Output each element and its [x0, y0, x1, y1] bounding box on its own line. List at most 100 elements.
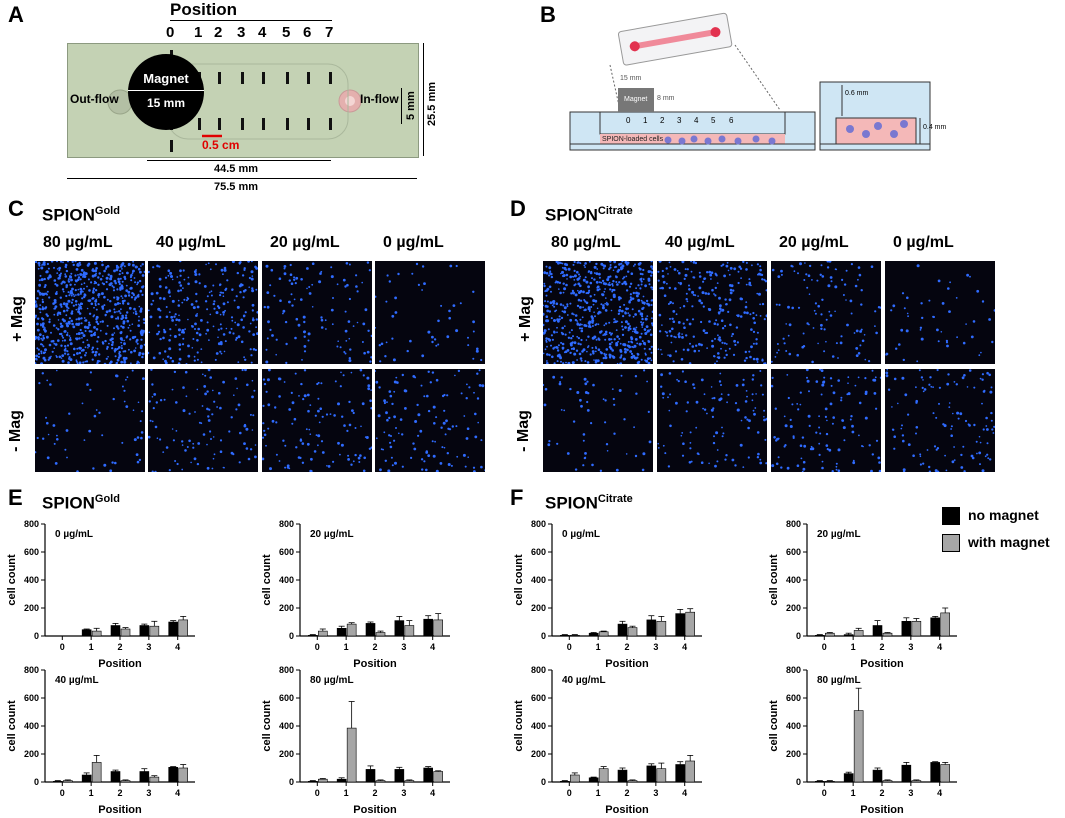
x-tick-label: 4 [682, 788, 687, 798]
y-axis-label: cell count [6, 554, 18, 606]
y-tick-label: 800 [531, 519, 546, 529]
y-tick-label: 800 [279, 665, 294, 675]
position-mark [218, 72, 221, 84]
x-tick-label: 0 [822, 788, 827, 798]
title-f: SPIONCitrate [545, 493, 633, 513]
bar-no-magnet [843, 634, 854, 637]
y-tick-label: 400 [279, 721, 294, 731]
bar-no-magnet [675, 613, 685, 637]
x-tick-label: 3 [401, 642, 406, 652]
y-tick-label: 600 [531, 547, 546, 557]
bar-no-magnet [394, 769, 405, 783]
b-dim-04: 0.4 mm [923, 124, 947, 131]
bar-no-magnet [872, 769, 883, 783]
x-tick-label: 1 [851, 642, 856, 652]
x-tick-label: 3 [908, 788, 913, 798]
bar-no-magnet [139, 771, 150, 783]
bar-no-magnet [843, 773, 854, 783]
bar-no-magnet [901, 620, 912, 637]
y-tick-label: 400 [531, 721, 546, 731]
panel-letter-e: E [8, 485, 23, 510]
chart-concentration-label: 40 µg/mL [55, 675, 99, 686]
micrograph-image [262, 369, 372, 472]
bar-no-magnet [81, 774, 92, 783]
chart-concentration-label: 0 µg/mL [55, 529, 93, 540]
bar-with-magnet [627, 627, 638, 637]
bar-no-magnet [308, 780, 318, 783]
concentration-label: 0 µg/mL [383, 234, 444, 251]
glass-slide [67, 43, 419, 158]
position-mark [170, 140, 173, 152]
y-tick-label: 600 [24, 547, 39, 557]
bar-with-magnet [63, 780, 73, 783]
position-number: 3 [237, 24, 246, 41]
x-axis-label: Position [353, 804, 397, 816]
chart-concentration-label: 40 µg/mL [562, 675, 606, 686]
bar-with-magnet [882, 632, 893, 637]
y-tick-label: 800 [279, 519, 294, 529]
y-tick-label: 600 [279, 547, 294, 557]
bar-with-magnet [685, 760, 695, 783]
position-number: 2 [214, 24, 223, 41]
schematic-b [569, 12, 931, 151]
title-d: SPIONCitrate [545, 205, 633, 225]
chart-concentration-label: 80 µg/mL [817, 675, 861, 686]
dim-line-44-5 [147, 160, 331, 161]
bar-no-magnet [423, 618, 433, 637]
bar-with-magnet [627, 780, 638, 783]
position-mark [241, 72, 244, 84]
y-axis-label: cell count [768, 554, 780, 606]
x-axis-label: Position [860, 658, 904, 670]
x-tick-label: 2 [117, 642, 122, 652]
bar-with-magnet [404, 625, 415, 637]
bar-no-magnet [110, 771, 121, 783]
y-tick-label: 0 [541, 777, 546, 787]
x-tick-label: 0 [822, 642, 827, 652]
bar-with-magnet [433, 619, 443, 637]
position-mark [218, 118, 221, 130]
panel-letter-c: C [8, 196, 24, 221]
y-axis-label: cell count [261, 700, 273, 752]
x-tick-label: 1 [344, 788, 349, 798]
bar-no-magnet [560, 780, 570, 783]
micrograph-image [375, 261, 485, 364]
bar-no-magnet [588, 777, 599, 783]
concentration-label: 80 µg/mL [43, 234, 113, 251]
x-axis-label: Position [605, 658, 649, 670]
y-tick-label: 400 [279, 575, 294, 585]
bar-with-magnet [598, 631, 609, 637]
x-tick-label: 3 [146, 788, 151, 798]
x-tick-label: 2 [117, 788, 122, 798]
micrograph-image [771, 261, 881, 364]
bar-with-magnet [940, 764, 950, 783]
y-tick-label: 200 [786, 749, 801, 759]
bar-with-magnet [853, 710, 864, 783]
chart-concentration-label: 0 µg/mL [562, 529, 600, 540]
x-tick-label: 3 [146, 642, 151, 652]
y-tick-label: 800 [24, 665, 39, 675]
chart-concentration-label: 20 µg/mL [310, 529, 354, 540]
y-axis-label: cell count [261, 554, 273, 606]
bar-no-magnet [365, 769, 376, 783]
magnet-diameter-line [128, 90, 204, 91]
legend-swatch-no-magnet [942, 507, 960, 525]
x-tick-label: 4 [175, 788, 180, 798]
scale-label: 0.5 cm [202, 138, 240, 152]
position-mark [329, 72, 332, 84]
bar-with-magnet [120, 780, 131, 783]
panel-letter-f: F [510, 485, 524, 510]
bar-with-magnet [656, 620, 667, 637]
slide-markings [107, 50, 362, 152]
bar-no-magnet [815, 634, 825, 637]
bar-with-magnet [318, 778, 328, 783]
bar-no-magnet [646, 619, 657, 637]
bar-with-magnet [91, 762, 102, 783]
magnet-label: Magnet [143, 71, 189, 86]
concentration-label: 20 µg/mL [779, 234, 849, 251]
y-tick-label: 600 [24, 693, 39, 703]
bar-no-magnet [110, 625, 121, 637]
